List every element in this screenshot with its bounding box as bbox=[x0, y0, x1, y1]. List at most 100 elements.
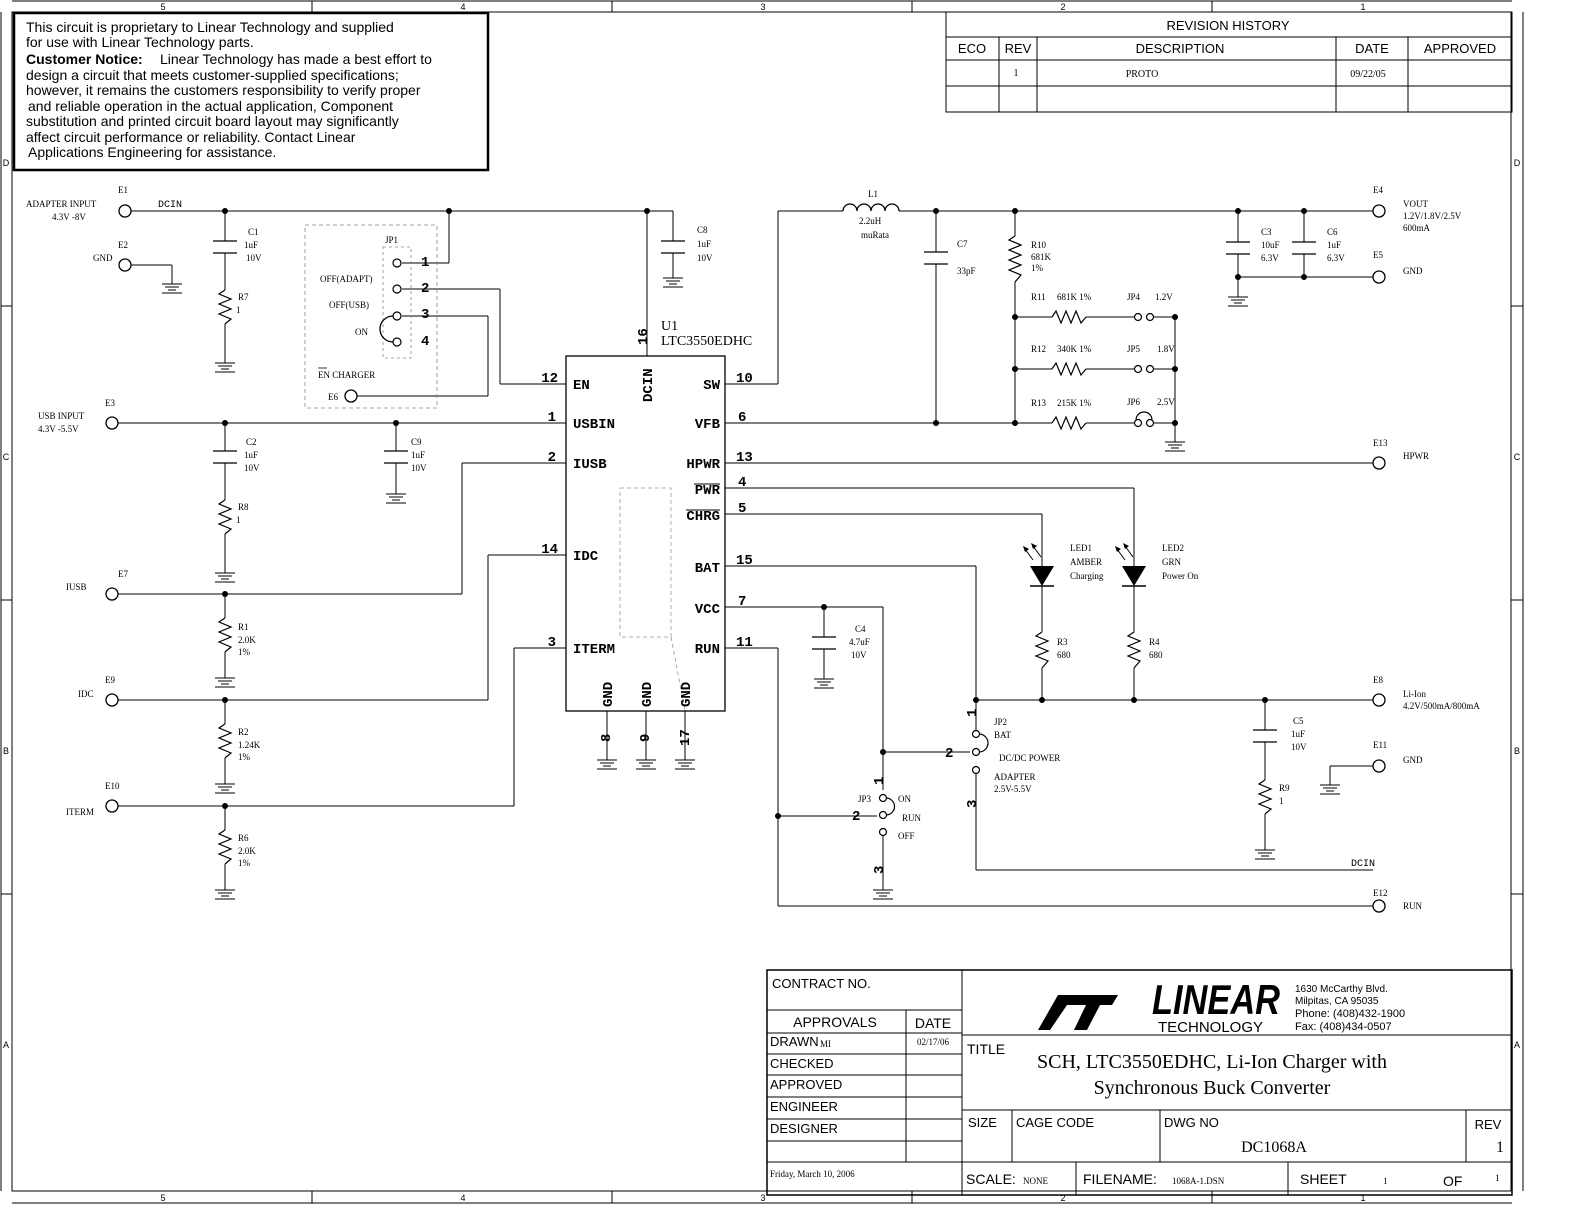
zone-col-1-top: 1 bbox=[1360, 2, 1365, 12]
jp2-pin-2: 2 bbox=[945, 746, 953, 762]
notice-line-4: design a circuit that meets customer-sup… bbox=[26, 67, 399, 83]
jp1-pin-2: 2 bbox=[421, 281, 429, 297]
drawing-border bbox=[0, 0, 1524, 1204]
zone-row-d-left: D bbox=[3, 158, 10, 168]
tb-sheet-label: SHEET bbox=[1300, 1171, 1347, 1187]
e12-ref: E12 bbox=[1373, 888, 1388, 898]
c8-value: 1uF bbox=[697, 239, 711, 249]
tb-dwg-number: DC1068A bbox=[1241, 1139, 1307, 1156]
u1-pin-run-name: RUN bbox=[695, 642, 720, 658]
jp1-pin-3: 3 bbox=[421, 307, 429, 323]
u1-pin-iusb-num: 2 bbox=[548, 450, 556, 466]
u1-pin-sw-name: SW bbox=[703, 378, 720, 394]
r10-tol: 1% bbox=[1031, 263, 1044, 273]
l1-maker: muRata bbox=[861, 230, 889, 240]
u1-pin-hpwr-num: 13 bbox=[736, 450, 753, 466]
zone-col-3-top: 3 bbox=[760, 2, 765, 12]
logo-technology: TECHNOLOGY bbox=[1158, 1019, 1263, 1036]
u1-pin-vfb-name: VFB bbox=[695, 417, 721, 433]
notice-line-6: and reliable operation in the actual app… bbox=[28, 98, 393, 114]
e10-ref: E10 bbox=[105, 781, 120, 791]
zone-col-5-bottom: 5 bbox=[160, 1193, 165, 1203]
u1-pin-iusb-name: IUSB bbox=[573, 457, 607, 473]
tb-fax: Fax: (408)434-0507 bbox=[1295, 1021, 1392, 1033]
c6-voltage: 6.3V bbox=[1327, 253, 1345, 263]
tb-rev-value: 1 bbox=[1496, 1139, 1504, 1156]
zone-col-2-top: 2 bbox=[1060, 2, 1065, 12]
u1-pin-hpwr-name: HPWR bbox=[686, 457, 720, 473]
zone-col-3-bottom: 3 bbox=[760, 1193, 765, 1203]
zone-markers bbox=[1, 1, 1523, 1203]
e1-range: 4.3V -8V bbox=[52, 212, 86, 222]
e9-ref: E9 bbox=[105, 675, 115, 685]
c8-ref: C8 bbox=[697, 225, 708, 235]
u1-pin-idc-name: IDC bbox=[573, 549, 599, 565]
jp3-pin-3: 3 bbox=[872, 866, 888, 874]
logo-linear: LINEAR bbox=[1152, 976, 1281, 1023]
led1-function: Charging bbox=[1070, 571, 1104, 581]
rev-col-date: DATE bbox=[1355, 41, 1389, 56]
led1-ref: LED1 bbox=[1070, 543, 1092, 553]
u1-pin-vcc-name: VCC bbox=[695, 602, 721, 618]
led1-color: AMBER bbox=[1070, 557, 1102, 567]
tb-designer: DESIGNER bbox=[770, 1121, 838, 1136]
tb-drawn-by: MI bbox=[820, 1039, 831, 1049]
u1-pin-usbin-num: 1 bbox=[548, 410, 556, 426]
tb-dwg-label: DWG NO bbox=[1164, 1115, 1219, 1130]
e3-label: USB INPUT bbox=[38, 411, 85, 421]
u1-part: LTC3550EDHC bbox=[661, 334, 752, 349]
r6-value: 2.0K bbox=[238, 846, 256, 856]
e6-label: EN CHARGER bbox=[318, 370, 375, 380]
ground-symbols bbox=[161, 269, 1341, 900]
jp2-pin-3: 3 bbox=[965, 800, 981, 808]
u1-pin-gnd17-num: 17 bbox=[678, 729, 694, 746]
tb-engineer: ENGINEER bbox=[770, 1099, 838, 1114]
c7-ref: C7 bbox=[957, 239, 968, 249]
c2-ref: C2 bbox=[246, 437, 257, 447]
r11-value: 681K 1% bbox=[1057, 292, 1092, 302]
c2-value: 1uF bbox=[244, 450, 258, 460]
c3-voltage: 6.3V bbox=[1261, 253, 1279, 263]
jp3-ref: JP3 bbox=[858, 794, 872, 804]
e4-voltages: 1.2V/1.8V/2.5V bbox=[1403, 211, 1462, 221]
e8-ref: E8 bbox=[1373, 675, 1383, 685]
zone-col-2-bottom: 2 bbox=[1060, 1193, 1065, 1203]
r13-ref: R13 bbox=[1031, 398, 1047, 408]
r1-value: 2.0K bbox=[238, 635, 256, 645]
jp3-off: OFF bbox=[898, 831, 915, 841]
u1-pin-usbin-name: USBIN bbox=[573, 417, 615, 433]
tb-file-label: FILENAME: bbox=[1083, 1171, 1157, 1187]
e4-current: 600mA bbox=[1403, 223, 1431, 233]
c9-ref: C9 bbox=[411, 437, 422, 447]
zone-row-a-left: A bbox=[3, 1040, 9, 1050]
jp3-pin-1: 1 bbox=[872, 777, 888, 785]
tb-cage-label: CAGE CODE bbox=[1016, 1115, 1094, 1130]
u1-pin-dcin-num: 16 bbox=[636, 328, 652, 345]
tb-size-label: SIZE bbox=[968, 1115, 997, 1130]
c8-voltage: 10V bbox=[697, 253, 713, 263]
terminal-circles bbox=[105, 204, 1386, 913]
jp1-ref: JP1 bbox=[385, 235, 398, 245]
rev-col-rev: REV bbox=[1005, 41, 1032, 56]
e8-rating: 4.2V/500mA/800mA bbox=[1403, 701, 1480, 711]
c3-ref: C3 bbox=[1261, 227, 1272, 237]
zone-col-4-top: 4 bbox=[460, 2, 465, 12]
jp6-label: 2.5V bbox=[1157, 397, 1175, 407]
notice-line-2: for use with Linear Technology parts. bbox=[26, 34, 254, 50]
c4-voltage: 10V bbox=[851, 650, 867, 660]
e12-label: RUN bbox=[1403, 901, 1423, 911]
tb-drawn-date: 02/17/06 bbox=[917, 1037, 950, 1047]
e1-label: ADAPTER INPUT bbox=[26, 199, 97, 209]
r1-tol: 1% bbox=[238, 647, 251, 657]
r9-ref: R9 bbox=[1279, 783, 1290, 793]
led2: LED2 GRN Power On bbox=[1115, 543, 1199, 587]
tb-rev-label: REV bbox=[1475, 1117, 1502, 1132]
jp2-adapter: ADAPTER bbox=[994, 772, 1036, 782]
u1-pin-sw-num: 10 bbox=[736, 371, 753, 387]
jp1-pin-1: 1 bbox=[421, 255, 429, 271]
revision-title: REVISION HISTORY bbox=[1166, 18, 1289, 33]
c6-value: 1uF bbox=[1327, 240, 1341, 250]
rev-row-date: 09/22/05 bbox=[1350, 69, 1386, 80]
r12-value: 340K 1% bbox=[1057, 344, 1092, 354]
jp1-off-usb: OFF(USB) bbox=[329, 300, 369, 310]
